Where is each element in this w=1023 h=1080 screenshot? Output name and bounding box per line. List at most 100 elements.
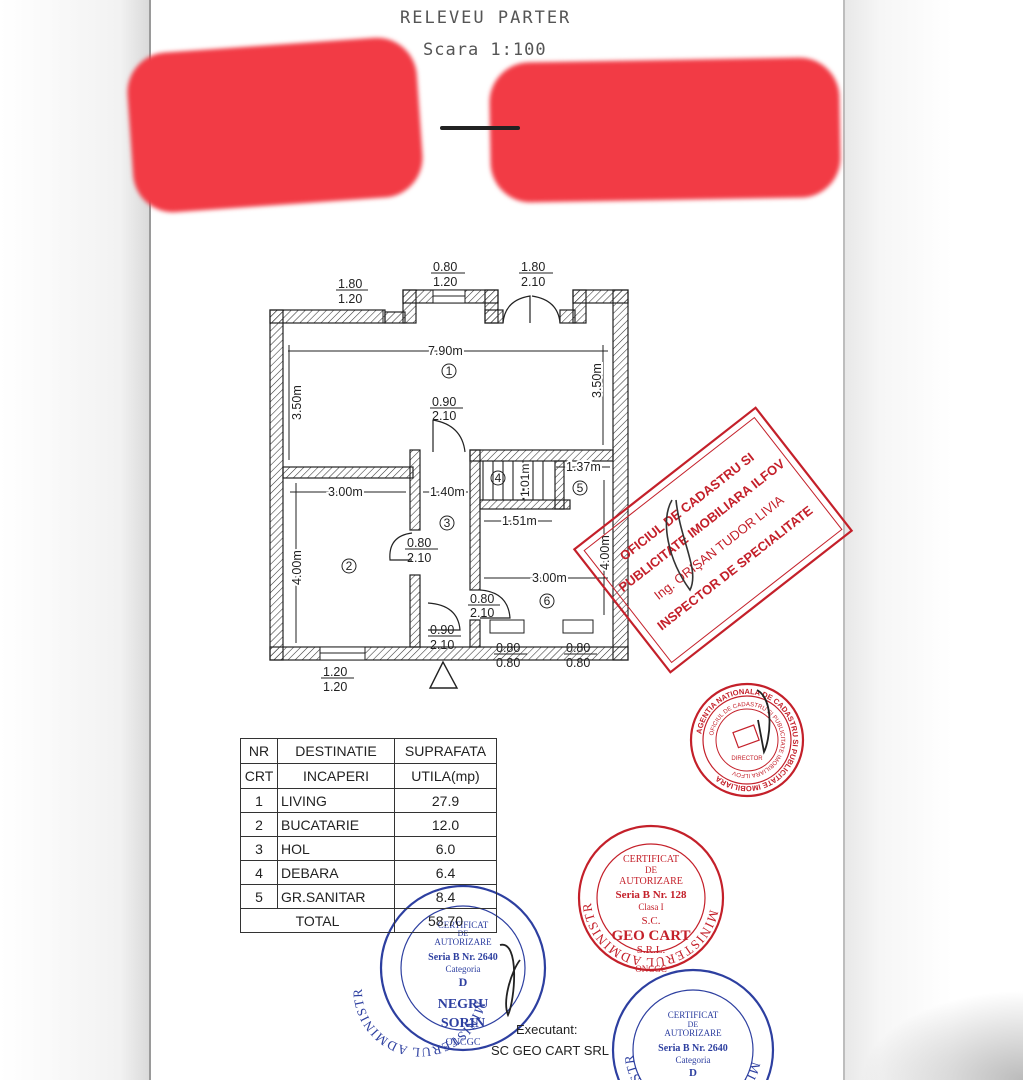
dimension-lines: [288, 345, 610, 643]
dim-living-depth-right: 3.50m: [590, 363, 604, 398]
ancpi-stamp: AGENTIA NATIONALA DE CADASTRU SI PUBLICI…: [689, 682, 805, 798]
windows: [282, 289, 594, 661]
row-destination: DEBARA: [277, 860, 395, 885]
signature-ancpi: [756, 689, 771, 755]
row-destination: GR.SANITAR: [277, 884, 395, 909]
row-nr: 3: [240, 836, 278, 861]
opening-bottom-left-height: 1.20: [323, 680, 347, 694]
redaction-pen-stroke: [440, 126, 520, 130]
stairs: [482, 461, 544, 500]
bottom-right-line-6: D: [689, 1067, 697, 1079]
document-scale: Scara 1:100: [423, 40, 547, 60]
header-incaperi: INCAPERI: [277, 763, 395, 789]
opening-top-mid-width: 0.80: [433, 260, 457, 274]
signature-negru: [499, 944, 521, 1018]
row-nr: 4: [240, 860, 278, 885]
row-area: 27.9: [394, 788, 497, 813]
opening-bottom-right-height: 0.80: [566, 656, 590, 670]
header-destinatie: DESTINATIE: [277, 738, 395, 764]
row-area: 6.0: [394, 836, 497, 861]
table-row: 4 DEBARA 6.4: [240, 860, 497, 885]
geocart-line-3: AUTORIZARE: [619, 876, 683, 887]
room-label-5: 5: [577, 481, 584, 495]
room-markers: [341, 363, 588, 609]
dim-storage-depth: 1.01m: [518, 464, 532, 497]
walls: [269, 289, 629, 661]
dim-room6-width: 3.00m: [532, 571, 567, 585]
table-total-row: TOTAL 58.70: [240, 908, 497, 933]
negru-line-7: NEGRU: [438, 997, 489, 1012]
row-nr: 2: [240, 812, 278, 837]
photo-shadow: [860, 990, 1023, 1080]
page-left-margin: [0, 0, 150, 1080]
opening-top-mid-height: 1.20: [433, 275, 457, 289]
row-nr: 1: [240, 788, 278, 813]
dim-kitchen-width: 3.00m: [328, 485, 363, 499]
opening-bottom-mid-width: 0.80: [496, 641, 520, 655]
negru-line-3: AUTORIZARE: [434, 937, 492, 947]
room-label-2: 2: [346, 559, 353, 573]
dim-bath-depth: 4.00m: [598, 535, 612, 570]
bottom-right-line-2: DE: [688, 1020, 699, 1029]
door-kitchen-height: 2.10: [407, 551, 431, 565]
table-header-row: CRT INCAPERI UTILA(mp): [240, 763, 497, 789]
dim-living-depth-left: 3.50m: [290, 385, 304, 420]
document-title: RELEVEU PARTER: [400, 8, 572, 28]
geocart-line-5: Clasa I: [638, 902, 663, 912]
door-entry-height: 2.10: [430, 638, 454, 652]
dim-living-width: 7.90m: [428, 344, 463, 358]
negru-line-4: Seria B Nr. 2640: [428, 952, 498, 963]
row-area: 12.0: [394, 812, 497, 837]
table-row: 1 LIVING 27.9: [240, 788, 497, 813]
page-left-edge: [149, 0, 151, 1080]
coat-of-arms-icon: [732, 724, 760, 749]
row-destination: LIVING: [277, 788, 395, 813]
ocpi-line-2: PUBLICITATE IMOBILIARA ILFOV: [616, 456, 788, 595]
table-row: 5 GR.SANITAR 8.4: [240, 884, 497, 909]
row-area: 6.4: [394, 860, 497, 885]
bottom-right-line-1: CERTIFICAT: [668, 1010, 719, 1020]
row-nr: 5: [240, 884, 278, 909]
bottom-right-line-3: AUTORIZARE: [664, 1028, 722, 1038]
opening-bottom-mid-height: 0.80: [496, 656, 520, 670]
executant-name: SC GEO CART SRL: [491, 1043, 609, 1058]
page-right-margin: [845, 0, 1023, 1080]
opening-bottom-right-width: 0.80: [566, 641, 590, 655]
negru-line-5: Categoria: [446, 964, 481, 974]
door-entry-width: 0.90: [430, 623, 454, 637]
dim-kitchen-depth: 4.00m: [290, 550, 304, 585]
header-suprafata: SUPRAFATA: [394, 738, 497, 764]
table-row: 2 BUCATARIE 12.0: [240, 812, 497, 837]
room-label-3: 3: [444, 516, 451, 530]
bottom-right-line-4: Seria B Nr. 2640: [658, 1043, 728, 1054]
ancpi-sub-text: DIRECTOR: [731, 756, 763, 762]
opening-top-door-height: 2.10: [521, 275, 545, 289]
total-value: 58.70: [394, 908, 497, 933]
row-destination: HOL: [277, 836, 395, 861]
geocart-line-1: CERTIFICAT: [623, 854, 679, 865]
table-header-row: NR DESTINATIE SUPRAFATA: [240, 738, 497, 764]
door-living-width: 0.90: [432, 395, 456, 409]
surface-table: NR DESTINATIE SUPRAFATA CRT INCAPERI UTI…: [240, 738, 497, 933]
dim-inner-width: 1.51m: [502, 514, 537, 528]
ancpi-inner-text: OFICIUL DE CADASTRU SI PUBLICITATE IMOBI…: [709, 702, 785, 778]
opening-top-left-height: 1.20: [338, 292, 362, 306]
header-utila: UTILA(mp): [394, 763, 497, 789]
negru-footer: ONCGC: [445, 1037, 480, 1048]
door-kitchen-width: 0.80: [407, 536, 431, 550]
svg-text:OFICIUL DE CADASTRU SI PUBLICI: OFICIUL DE CADASTRU SI PUBLICITATE IMOBI…: [709, 702, 785, 778]
entrance-arrow-icon: [428, 660, 459, 689]
row-area: 8.4: [394, 884, 497, 909]
geocart-line-2: DE: [645, 865, 657, 875]
page-right-edge: [843, 0, 845, 1080]
header-nr: NR: [240, 738, 278, 764]
doors: [389, 295, 561, 631]
door-bath-width: 0.80: [470, 592, 494, 606]
geocart-line-6: S.C.: [642, 915, 661, 927]
negru-line-8: SORIN: [441, 1016, 485, 1031]
bottom-right-line-5: Categoria: [676, 1055, 711, 1065]
opening-top-left-width: 1.80: [338, 277, 362, 291]
geocart-line-8: S.R.L.: [637, 944, 666, 956]
